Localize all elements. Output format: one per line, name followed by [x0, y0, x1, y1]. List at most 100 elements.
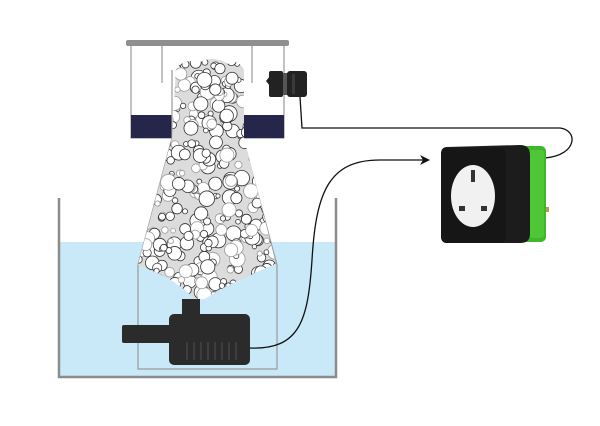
- foam-bubble: [234, 185, 241, 192]
- foam-bubble: [143, 161, 157, 176]
- foam-bubble: [247, 91, 264, 108]
- foam-bubble: [174, 86, 181, 93]
- foam-bubble: [258, 99, 275, 116]
- foam-bubble: [219, 215, 226, 222]
- foam-bubble: [272, 179, 276, 189]
- foam-bubble: [259, 87, 266, 95]
- pump-outlet-pipe: [122, 325, 172, 343]
- foam-bubble: [182, 208, 188, 215]
- foam-bubble: [238, 136, 251, 149]
- foam-bubble: [154, 200, 161, 207]
- foam-bubble: [243, 183, 259, 199]
- foam-bubble: [147, 144, 162, 160]
- foam-bubble: [248, 155, 255, 162]
- foam-bubble: [255, 64, 261, 71]
- foam-bubble: [219, 147, 235, 163]
- foam-bubble: [203, 127, 209, 134]
- foam-bubble: [226, 266, 235, 274]
- foam-bubble: [140, 141, 149, 150]
- foam-bubble: [142, 82, 150, 90]
- foam-bubble: [138, 136, 145, 149]
- foam-bubble: [250, 98, 260, 108]
- foam-bubble: [225, 174, 238, 187]
- foam-bubble: [265, 58, 276, 66]
- foam-bubble: [166, 156, 175, 165]
- foam-bubble: [248, 144, 256, 151]
- foam-bubble: [242, 58, 258, 71]
- foam-bubble: [270, 154, 276, 171]
- pump-body: [169, 314, 250, 365]
- foam-bubble: [138, 188, 146, 202]
- foam-bubble: [138, 198, 153, 215]
- foam-bubble: [171, 197, 179, 204]
- foam-bubble: [266, 159, 276, 177]
- foam-bubble: [174, 67, 188, 81]
- foam-bubble: [225, 225, 242, 242]
- foam-bubble: [156, 66, 163, 72]
- foam-bubble: [138, 168, 147, 183]
- foam-bubble: [148, 109, 155, 116]
- foam-bubble: [143, 91, 151, 98]
- foam-bubble: [194, 206, 209, 221]
- foam-bubble: [247, 87, 257, 97]
- foam-bubble: [256, 250, 263, 257]
- foam-bubble: [152, 63, 169, 81]
- foam-bubble: [154, 93, 169, 109]
- foam-bubble: [209, 83, 222, 96]
- foam-bubble: [245, 223, 259, 237]
- foam-bubble: [271, 180, 276, 187]
- foam-bubble: [170, 227, 176, 234]
- foam-bubble: [140, 104, 147, 112]
- foam-bubble: [266, 168, 276, 183]
- foam-bubble: [200, 259, 216, 275]
- foam-bubble: [189, 58, 202, 69]
- foam-bubble: [204, 238, 213, 248]
- foam-bubble: [215, 223, 228, 236]
- foam-bubble: [246, 89, 254, 97]
- foam-bubble: [214, 63, 226, 75]
- foam-bubble: [153, 91, 163, 101]
- foam-bubble: [142, 95, 149, 102]
- foam-bubble: [198, 190, 215, 207]
- foam-bubble: [139, 69, 150, 79]
- foam-bubble: [179, 148, 191, 161]
- foam-bubble: [263, 62, 273, 72]
- foam-bubble: [178, 170, 186, 177]
- foam-bubble: [138, 139, 147, 149]
- foam-bubble: [171, 177, 186, 191]
- foam-bubble: [138, 138, 142, 145]
- foam-bubble: [138, 182, 147, 196]
- foam-bubble: [138, 62, 143, 73]
- foam-bubble: [268, 58, 276, 65]
- tank-outline: [57, 198, 338, 379]
- foam-bubble: [138, 90, 146, 104]
- foam-bubble: [146, 160, 158, 172]
- foam-bubble: [177, 276, 185, 284]
- foam-bubble: [234, 160, 243, 169]
- foam-bubble: [183, 230, 194, 241]
- pump-vents: [186, 342, 237, 360]
- foam-bubble: [203, 217, 212, 226]
- foam-bubble: [144, 158, 161, 175]
- foam-bubble: [215, 193, 221, 199]
- foam-bubble: [197, 111, 206, 119]
- foam-bubble: [167, 95, 182, 111]
- foam-bubble: [270, 202, 276, 214]
- foam-bubble: [224, 243, 239, 258]
- foam-bubble: [183, 120, 199, 136]
- foam-bubble: [221, 202, 237, 218]
- foam-bubble: [157, 70, 172, 86]
- foam-bubble: [138, 103, 139, 110]
- foam-bubble: [196, 71, 213, 88]
- foam-bubble: [235, 218, 241, 225]
- foam-bubble: [259, 138, 268, 147]
- foam-bubble: [256, 154, 266, 165]
- foam-bubble: [270, 201, 276, 211]
- foam-bubble: [208, 176, 223, 191]
- foam-bubble: [147, 96, 162, 111]
- socket-face: [451, 165, 495, 227]
- foam-bubble: [181, 60, 190, 69]
- foam-bubble: [191, 85, 200, 94]
- foam-bubble: [171, 202, 183, 215]
- foam-bubble: [251, 243, 258, 250]
